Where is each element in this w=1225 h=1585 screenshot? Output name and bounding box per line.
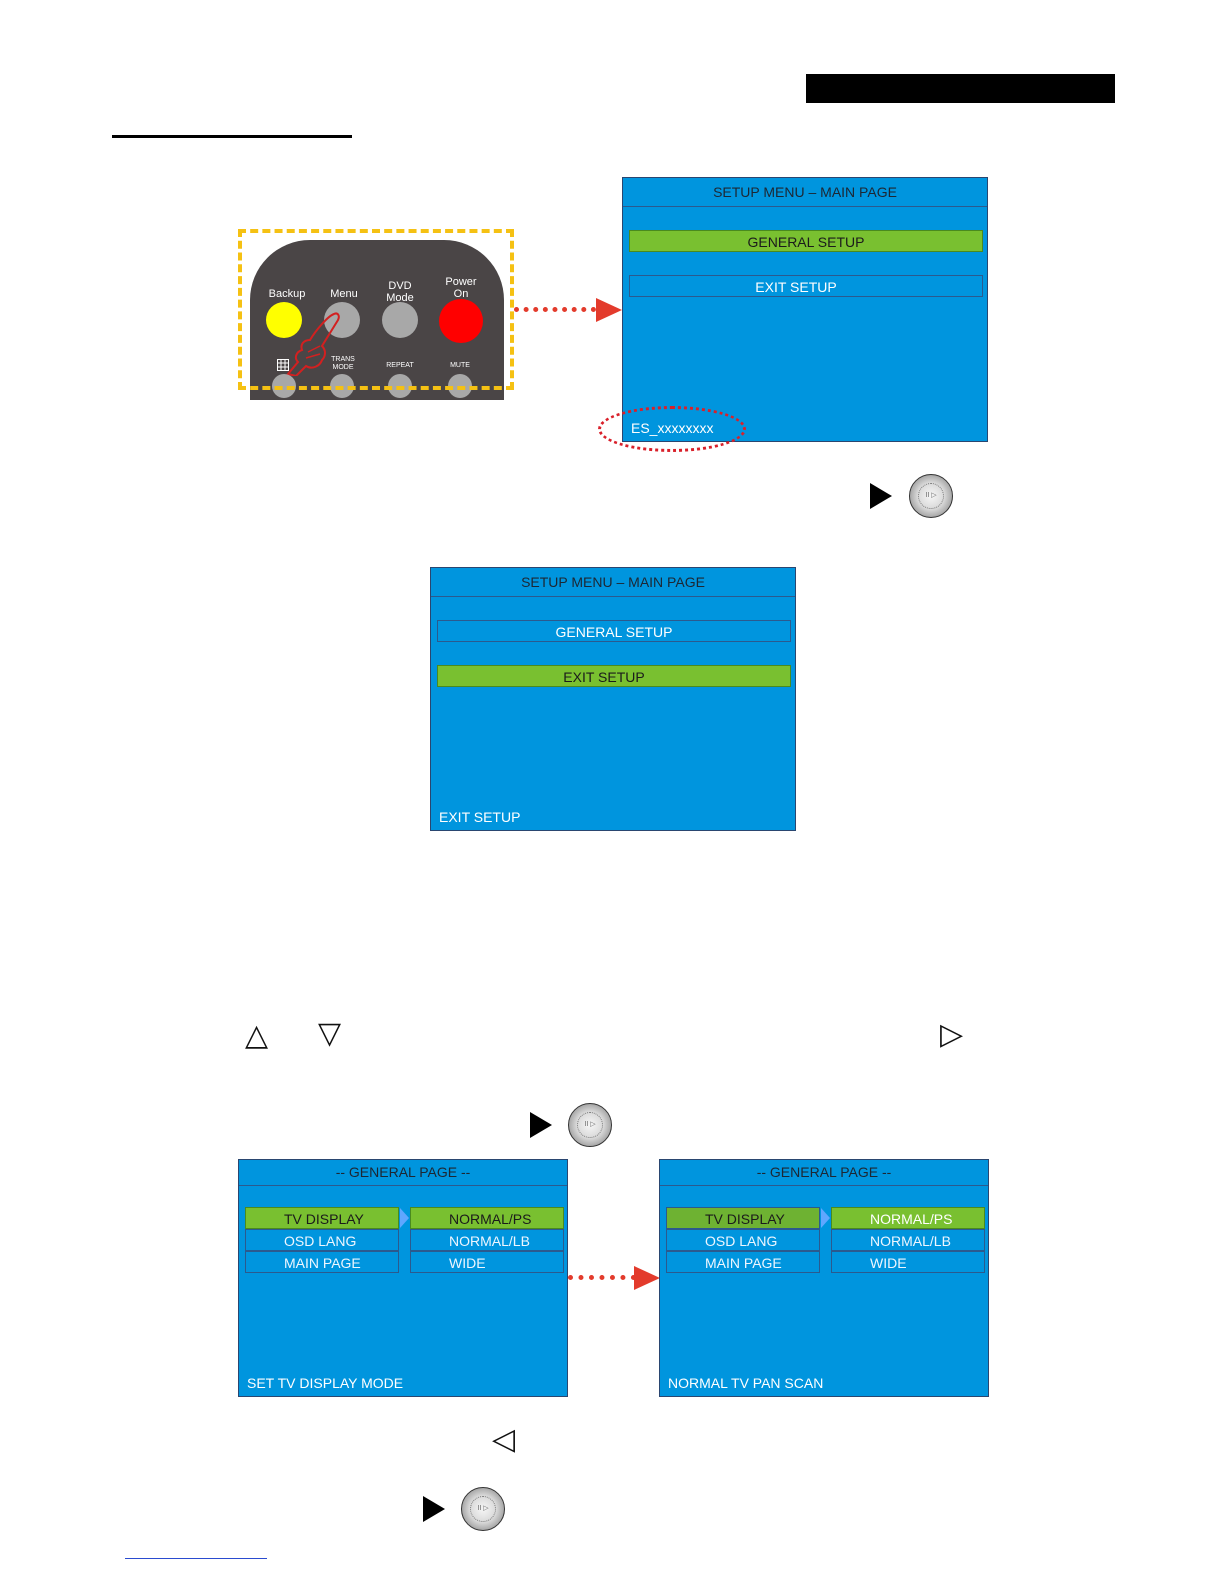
option-normal-ps[interactable]: NORMAL/PS <box>410 1207 564 1229</box>
arrow-line-2 <box>568 1275 636 1280</box>
backup-button[interactable] <box>266 302 302 338</box>
up-arrow-icon: △ <box>245 1019 269 1052</box>
down-arrow-icon: ▽ <box>318 1017 342 1050</box>
setup-menu-screen-2: SETUP MENU – MAIN PAGE GENERAL SETUP EXI… <box>430 567 796 831</box>
arrow-head-1 <box>596 298 622 322</box>
screen-title: -- GENERAL PAGE -- <box>660 1160 988 1186</box>
power-button[interactable] <box>439 299 483 343</box>
mute-label: MUTE <box>450 362 470 369</box>
enter-dial-icon: II ▷ <box>461 1487 505 1531</box>
menu-item-osd-lang[interactable]: OSD LANG <box>666 1229 820 1251</box>
menu-item-exit-setup[interactable]: EXIT SETUP <box>629 275 983 297</box>
menu-item-tv-display[interactable]: TV DISPLAY <box>245 1207 399 1229</box>
left-arrow-icon: ◁ <box>492 1423 516 1456</box>
arrow-head-2 <box>634 1266 660 1290</box>
option-wide[interactable]: WIDE <box>831 1251 985 1273</box>
pointing-hand-icon <box>286 312 340 376</box>
dvd-mode-button[interactable] <box>382 302 418 338</box>
status-highlight-ellipse <box>598 406 746 452</box>
option-normal-lb[interactable]: NORMAL/LB <box>831 1229 985 1251</box>
status-text: SET TV DISPLAY MODE <box>247 1375 404 1391</box>
screen-title: -- GENERAL PAGE -- <box>239 1160 567 1186</box>
screen-title: SETUP MENU – MAIN PAGE <box>431 568 795 597</box>
footer-link-underline <box>125 1558 267 1559</box>
screen-title: SETUP MENU – MAIN PAGE <box>623 178 987 207</box>
menu-item-osd-lang[interactable]: OSD LANG <box>245 1229 399 1251</box>
submenu-arrow-icon <box>400 1208 409 1228</box>
dvd-mode-label: DVD Mode <box>386 280 414 304</box>
play-icon <box>870 483 892 509</box>
power-on-label: Power On <box>445 276 477 300</box>
menu-item-general-setup[interactable]: GENERAL SETUP <box>437 620 791 642</box>
general-page-screen-b: -- GENERAL PAGE -- TV DISPLAY OSD LANG M… <box>659 1159 989 1397</box>
trans-mode-label: TRANS MODE <box>331 356 355 371</box>
menu-item-exit-setup[interactable]: EXIT SETUP <box>437 665 791 687</box>
play-icon <box>423 1496 445 1522</box>
menu-item-main-page[interactable]: MAIN PAGE <box>245 1251 399 1273</box>
menu-item-main-page[interactable]: MAIN PAGE <box>666 1251 820 1273</box>
general-page-screen-a: -- GENERAL PAGE -- TV DISPLAY OSD LANG M… <box>238 1159 568 1397</box>
menu-item-tv-display[interactable]: TV DISPLAY <box>666 1207 820 1229</box>
option-normal-lb[interactable]: NORMAL/LB <box>410 1229 564 1251</box>
option-wide[interactable]: WIDE <box>410 1251 564 1273</box>
header-bar <box>806 74 1115 103</box>
menu-label: Menu <box>330 288 358 300</box>
menu-item-general-setup[interactable]: GENERAL SETUP <box>629 230 983 252</box>
setup-menu-screen-1: SETUP MENU – MAIN PAGE GENERAL SETUP EXI… <box>622 177 988 442</box>
enter-dial-icon: II ▷ <box>568 1103 612 1147</box>
remote-highlight-frame <box>238 229 514 390</box>
grid-icon <box>277 358 289 371</box>
remote-control: Backup Menu DVD Mode Power On TRANS MODE… <box>250 240 504 400</box>
status-text: NORMAL TV PAN SCAN <box>668 1375 824 1391</box>
right-arrow-icon: ▷ <box>940 1018 964 1051</box>
arrow-line-1 <box>514 307 596 312</box>
option-normal-ps[interactable]: NORMAL/PS <box>831 1207 985 1229</box>
enter-dial-icon: II ▷ <box>909 474 953 518</box>
repeat-label: REPEAT <box>386 362 414 369</box>
submenu-arrow-icon <box>821 1208 830 1228</box>
status-text: EXIT SETUP <box>439 809 521 825</box>
backup-label: Backup <box>268 288 306 300</box>
heading-rule <box>112 135 352 138</box>
play-icon <box>530 1112 552 1138</box>
